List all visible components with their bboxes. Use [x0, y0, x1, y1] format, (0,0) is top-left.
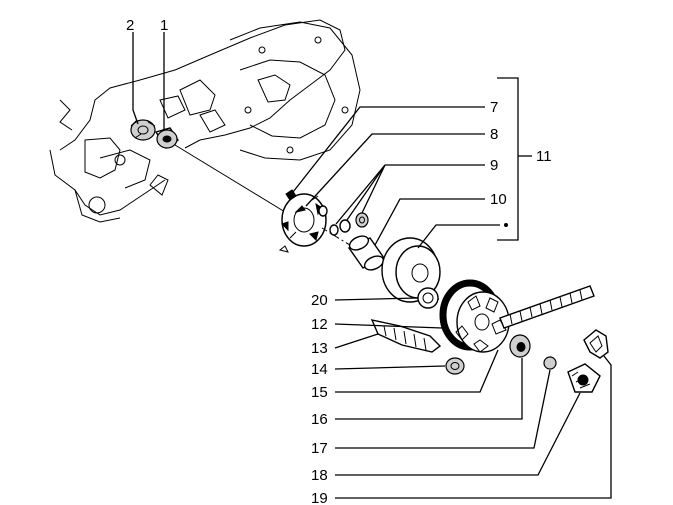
- axis-line: [174, 144, 291, 216]
- callout-13: 13: [311, 340, 328, 357]
- callout-14: 14: [311, 361, 328, 378]
- callout-8: 8: [490, 126, 498, 143]
- drive-belt: [499, 285, 595, 329]
- seal-ring-part-14: [445, 357, 465, 375]
- callout-2: 2: [126, 17, 134, 34]
- half-pulley-part-8: [281, 193, 327, 247]
- sleeve-part-10: [347, 235, 386, 271]
- callout-17: 17: [311, 440, 328, 457]
- callout-20: 20: [311, 292, 328, 309]
- crankcase-housing: [49, 19, 361, 223]
- group-bracket-11: [497, 77, 532, 241]
- callout-16: 16: [311, 411, 328, 428]
- callout-19: 19: [311, 490, 328, 505]
- bearing-part-2: [130, 119, 156, 141]
- callout-11: 11: [536, 148, 552, 165]
- bushing-part-1: [154, 127, 179, 149]
- washer-part-20: [417, 287, 439, 309]
- callout-9: 9: [490, 157, 498, 174]
- callout-18: 18: [311, 467, 328, 484]
- pin-part-17: [543, 356, 557, 370]
- leader-lines: [132, 32, 612, 499]
- nut-part-7: [285, 189, 297, 201]
- callout-10: 10: [490, 191, 507, 208]
- callout-7: 7: [490, 99, 498, 116]
- callout-labels: 2 1 7 8 9 10 11 20 12 13 14 15 16 17 18 …: [126, 17, 552, 505]
- callout-12: 12: [311, 316, 328, 333]
- toothed-segment-part-13: [370, 319, 442, 353]
- pulley-part-11: [381, 237, 441, 303]
- ramp-plate-part-16: [509, 334, 531, 358]
- small-clip: [278, 245, 289, 253]
- callout-1: 1: [160, 17, 168, 34]
- gear-part-18: [567, 363, 601, 393]
- callout-15: 15: [311, 384, 328, 401]
- gasket-part-19: [583, 329, 609, 359]
